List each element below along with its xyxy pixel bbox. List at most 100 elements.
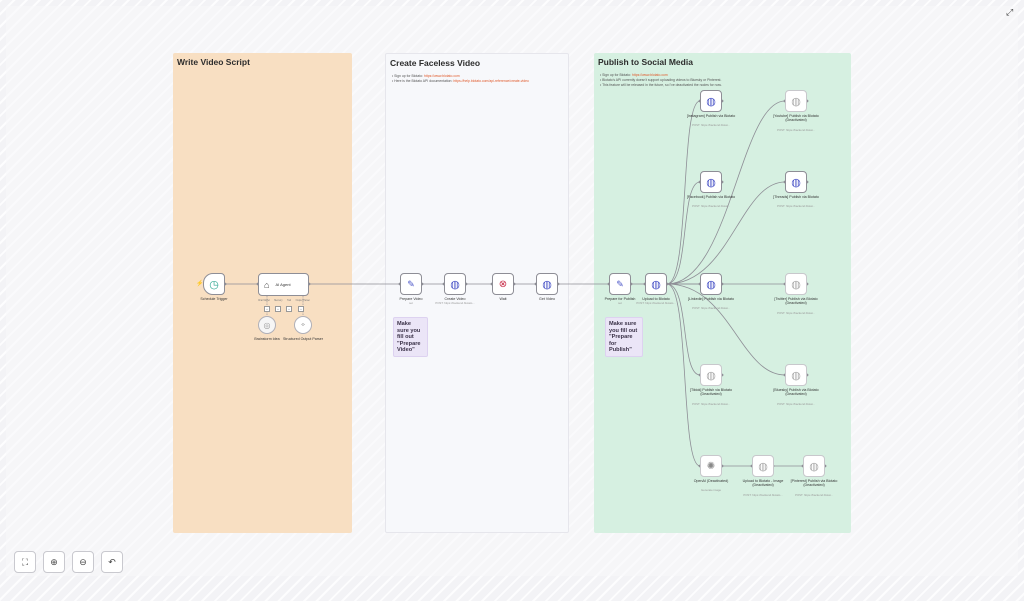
node-label: Upload to Blotato - Image (Deactivated)	[742, 479, 784, 488]
node-get-video[interactable]: ◍	[536, 273, 558, 295]
chat-model-port[interactable]: +	[264, 306, 270, 312]
clock-icon: ◷	[209, 278, 219, 291]
output-parser-port[interactable]: +	[298, 306, 304, 312]
globe-icon: ◍	[791, 95, 801, 108]
openai-icon: ✺	[706, 460, 716, 472]
node-label: Structured Output Parser	[283, 337, 323, 341]
brain-icon: ◎	[263, 320, 271, 330]
port-label: Output Parser	[295, 300, 310, 302]
node-label: [Tiktok] Publish via Blotato (Deactivate…	[689, 388, 732, 397]
node-label: Wait	[499, 297, 507, 301]
node-tiktok-publish[interactable]: ◍	[700, 364, 722, 386]
expand-icon[interactable]: ⤢	[1006, 7, 1014, 17]
node-facebook-publish[interactable]: ◍	[700, 171, 722, 193]
node-subtitle: POST: https://backend.blotat...	[692, 123, 730, 127]
globe-icon: ◍	[758, 460, 768, 473]
memory-port[interactable]: +	[275, 306, 281, 312]
globe-icon: ◍	[791, 176, 801, 189]
node-label: AI Agent	[275, 282, 291, 287]
globe-icon: ◍	[450, 278, 460, 291]
globe-icon: ◍	[542, 278, 552, 291]
node-threads-publish[interactable]: ◍	[785, 171, 807, 193]
undo-icon: ↶	[108, 556, 116, 567]
node-pinterest-publish[interactable]: ◍	[803, 455, 825, 477]
note-line: • Sign up for Blotato: https://www.blota…	[600, 73, 668, 77]
node-schedule-trigger[interactable]: ◷	[203, 273, 225, 295]
pause-icon: ⊗	[498, 278, 508, 290]
node-label: Upload to Blotato	[642, 297, 670, 301]
node-prepare-video[interactable]: ✎	[400, 273, 422, 295]
connection	[666, 283, 701, 467]
node-instagram-publish[interactable]: ◍	[700, 90, 722, 112]
connection	[666, 181, 701, 285]
zoom-in-button[interactable]: ⊕	[43, 551, 65, 573]
node-bluesky-publish[interactable]: ◍	[785, 364, 807, 386]
node-subtitle: Generate image	[700, 488, 722, 492]
globe-icon: ◍	[706, 95, 716, 108]
node-subtitle: POST: https://backend.blotat...	[777, 402, 815, 406]
globe-icon: ◍	[651, 278, 661, 291]
pencil-icon: ✎	[616, 278, 624, 289]
node-subtitle: POST: https://backend.blotat...	[692, 204, 730, 208]
zoom-out-icon: ⊖	[79, 556, 87, 567]
node-ai-agent[interactable]: ⌂ AI Agent	[258, 273, 309, 296]
node-label: [Pinterest] Publish via Blotato (Deactiv…	[790, 479, 838, 488]
node-youtube-publish[interactable]: ◍	[785, 90, 807, 112]
globe-icon: ◍	[706, 176, 716, 189]
node-prepare-for-publish[interactable]: ✎	[609, 273, 631, 295]
connection	[666, 100, 786, 285]
note-line: • Blotato's API currently doesn't suppor…	[600, 78, 722, 82]
node-twitter-publish[interactable]: ◍	[785, 273, 807, 295]
globe-icon: ◍	[809, 460, 819, 473]
node-label: Create Video	[444, 297, 466, 301]
undo-button[interactable]: ↶	[101, 551, 123, 573]
connection	[666, 283, 786, 376]
connection	[666, 283, 701, 376]
port-label: Memory	[274, 300, 283, 302]
group-publish-to-social-media[interactable]: Publish to Social Media • Sign up for Bl…	[594, 53, 851, 533]
globe-icon: ◍	[706, 278, 716, 291]
node-subtitle: POST: https://backend.blotato...	[636, 301, 676, 305]
node-openai[interactable]: ✺	[700, 455, 722, 477]
port-label: Tool	[286, 300, 292, 302]
note-prepare-publish[interactable]: Make sure you fill out "Prepare for Publ…	[605, 317, 643, 357]
node-linkedin-publish[interactable]: ◍	[700, 273, 722, 295]
node-label: Prepare Video	[399, 297, 423, 301]
connection	[666, 100, 701, 285]
node-brainstorm-idea[interactable]: ◎	[258, 316, 276, 334]
group-title: Publish to Social Media	[598, 57, 693, 67]
node-upload-to-blotato[interactable]: ◍	[645, 273, 667, 295]
node-subtitle: POST: https://backend.blotat...	[777, 204, 815, 208]
node-label: [Facebook] Publish via Blotato	[686, 195, 736, 199]
zoom-out-button[interactable]: ⊖	[72, 551, 94, 573]
node-wait[interactable]: ⊗	[492, 273, 514, 295]
node-label: [Youtube] Publish via Blotato (Deactivat…	[773, 114, 819, 123]
node-structured-output-parser[interactable]: ‹›	[294, 316, 312, 334]
node-subtitle: POST: https://backend.blotat...	[777, 311, 815, 315]
node-label: Schedule Trigger	[200, 297, 228, 301]
note-line: • This feature will be released in the f…	[600, 83, 722, 87]
globe-icon: ◍	[791, 278, 801, 291]
node-label: [Linkedin] Publish via Blotato	[688, 297, 734, 301]
fit-view-button[interactable]: ⛶	[14, 551, 36, 573]
node-subtitle: POST: https://backend.blotato...	[743, 493, 783, 497]
node-label: Get Video	[539, 297, 555, 301]
node-label: [Instagram] Publish via Blotato	[686, 114, 736, 118]
node-label: [Bluesky] Publish via Blotato (Deactivat…	[773, 388, 819, 397]
note-prepare-video[interactable]: Make sure you fill out "Prepare Video"	[393, 317, 428, 357]
globe-icon: ◍	[791, 369, 801, 382]
node-subtitle: set	[409, 301, 413, 305]
node-label: Brainstorm Idea	[254, 337, 280, 341]
node-subtitle: POST: https://backend.blotato...	[435, 301, 475, 305]
robot-icon: ⌂	[264, 279, 270, 290]
node-label: [Threads] Publish via Blotato	[773, 195, 819, 199]
tool-port[interactable]: +	[286, 306, 292, 312]
node-upload-image[interactable]: ◍	[752, 455, 774, 477]
node-label: [Twitter] Publish via Blotato (Deactivat…	[774, 297, 818, 306]
node-subtitle: POST: https://backend.blotat...	[692, 402, 730, 406]
node-subtitle: POST: https://backend.blotat...	[795, 493, 833, 497]
code-icon: ‹›	[301, 322, 305, 328]
connection	[666, 181, 786, 285]
pencil-icon: ✎	[407, 278, 415, 289]
node-create-video[interactable]: ◍	[444, 273, 466, 295]
